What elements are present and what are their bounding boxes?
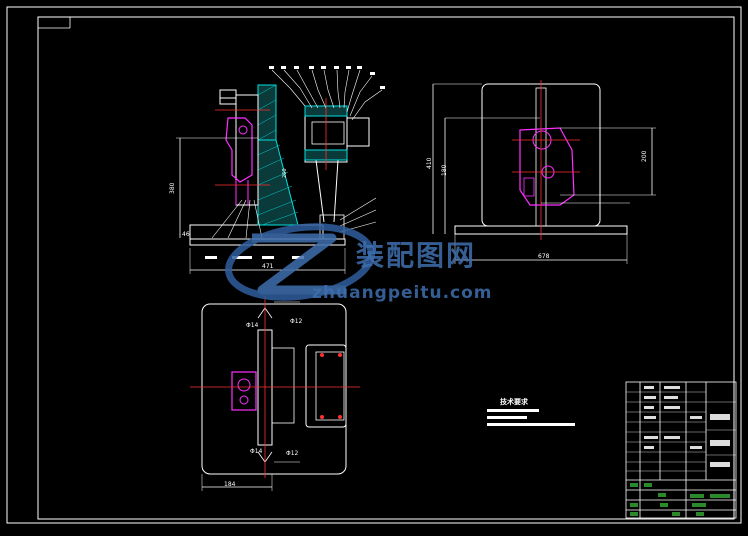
title-block xyxy=(625,381,737,519)
dim-side-inner: 180 xyxy=(441,164,448,176)
dim-top-width: 184 xyxy=(224,481,236,488)
dim-bottom-phi14: Φ14 xyxy=(250,448,263,455)
dim-front-height: 380 xyxy=(169,182,176,194)
tech-requirements: 技术要求 xyxy=(487,397,575,426)
dim-side-height: 410 xyxy=(426,157,433,169)
inner-frame xyxy=(37,16,735,520)
dim-top-phi12: Φ12 xyxy=(290,318,303,325)
top-view: 184 Φ14 Φ12 Φ14 Φ12 xyxy=(190,296,360,491)
dim-front-width: 471 xyxy=(262,263,274,270)
workpiece-front xyxy=(225,117,253,183)
dim-bottom-phi12: Φ12 xyxy=(286,450,299,457)
outer-frame xyxy=(6,6,742,524)
watermark-logo xyxy=(225,223,375,301)
workpiece-top xyxy=(231,371,257,411)
dim-front-mid: 260 xyxy=(282,168,288,178)
dim-front-left: 46 xyxy=(182,231,190,238)
watermark-domain-text: zhuangpeitu.com xyxy=(312,283,493,303)
watermark-chinese-text: 装配图网 xyxy=(356,239,477,272)
front-view: 380 471 46 260 xyxy=(169,66,385,274)
title-block-text-marks xyxy=(644,386,730,467)
top-base-plate xyxy=(201,303,347,475)
dim-top-phi14: Φ14 xyxy=(246,322,259,329)
dim-side-width: 678 xyxy=(538,253,550,260)
dim-side-small: 200 xyxy=(641,150,648,162)
workpiece-side xyxy=(519,127,575,206)
side-view: 410 180 200 678 xyxy=(426,80,656,264)
title-block-green-marks xyxy=(630,483,730,516)
tech-requirements-title: 技术要求 xyxy=(500,397,529,406)
